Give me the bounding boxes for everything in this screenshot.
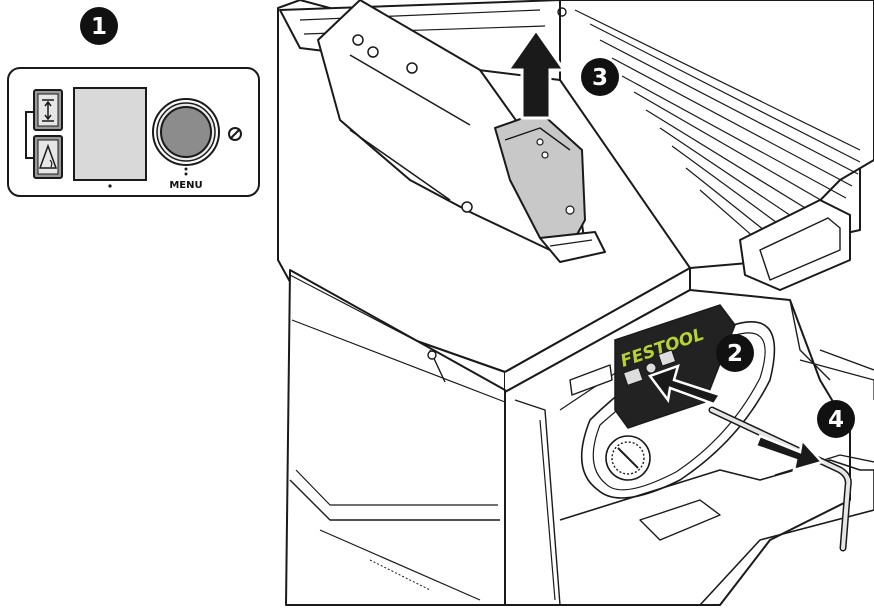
height-symbol-icon bbox=[622, 367, 644, 386]
button-bracket bbox=[25, 111, 34, 159]
menu-label: MENU bbox=[169, 180, 202, 191]
hex-key bbox=[708, 406, 852, 552]
step-badge-2: 2 bbox=[716, 334, 754, 372]
handwheel[interactable] bbox=[605, 435, 651, 481]
tilt-symbol-icon bbox=[657, 349, 677, 367]
blade-guard bbox=[317, 0, 606, 263]
rotary-knob[interactable] bbox=[152, 98, 220, 166]
height-adjust-button[interactable] bbox=[33, 89, 63, 131]
tilt-angle-button[interactable] bbox=[33, 135, 63, 179]
arrow-pull-icon bbox=[754, 434, 825, 472]
display-indicator-dot bbox=[108, 184, 112, 188]
rip-fence-rail bbox=[559, 0, 874, 291]
arrow-press-icon bbox=[647, 364, 722, 406]
step-badge-3: 3 bbox=[581, 58, 619, 96]
step-number-2: 2 bbox=[727, 341, 743, 367]
menu-dot-2 bbox=[184, 172, 188, 176]
step-badge-4: 4 bbox=[817, 400, 855, 438]
indicator-light-icon bbox=[645, 362, 657, 374]
reset-icon[interactable] bbox=[228, 127, 242, 141]
display-screen bbox=[73, 87, 147, 181]
step-number-3: 3 bbox=[592, 65, 608, 91]
table-saw bbox=[277, 0, 874, 606]
step-badge-1: 1 bbox=[80, 7, 118, 45]
menu-dot-1 bbox=[184, 167, 188, 171]
step-number-1: 1 bbox=[91, 14, 107, 40]
height-adjust-icon bbox=[42, 99, 54, 122]
control-panel: MENU bbox=[7, 67, 260, 197]
tilt-angle-icon bbox=[38, 143, 58, 169]
step-number-4: 4 bbox=[828, 407, 844, 433]
arrow-up-icon bbox=[505, 27, 567, 120]
